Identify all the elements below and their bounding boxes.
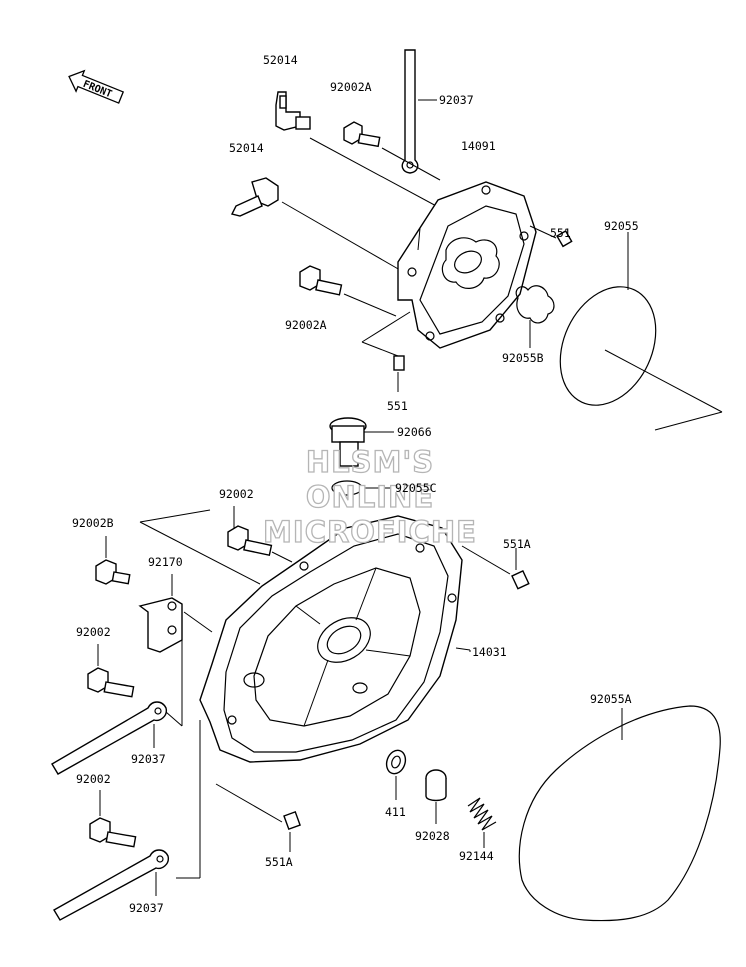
bolt-92002B <box>95 509 261 585</box>
front-arrow-icon: FRONT <box>68 69 125 104</box>
label-92002-top: 92002 <box>219 487 254 501</box>
label-92037-mid: 92037 <box>131 752 166 766</box>
label-92028: 92028 <box>415 829 450 843</box>
spring-92144 <box>467 797 497 848</box>
label-551A-bottom: 551A <box>265 855 293 869</box>
label-92055B: 92055B <box>502 351 544 365</box>
label-551-bottom: 551 <box>387 399 408 413</box>
label-92002-low: 92002 <box>76 772 111 786</box>
gasket-92055A <box>518 705 721 922</box>
label-92037-bottom: 92037 <box>129 901 164 915</box>
label-92037-top: 92037 <box>439 93 474 107</box>
seal-92055C <box>331 480 392 496</box>
label-92055: 92055 <box>604 219 639 233</box>
seal-92055B <box>515 285 555 348</box>
strap-92037-bottom <box>53 849 170 921</box>
label-92055A: 92055A <box>590 692 632 706</box>
label-92066: 92066 <box>397 425 432 439</box>
bolt-92002A-top <box>343 121 441 181</box>
plug-92066 <box>329 417 394 467</box>
dowel-551A-right <box>461 545 530 590</box>
pump-cover-14091 <box>397 181 537 349</box>
dowel-551-right <box>529 225 573 248</box>
fitting-52014-top <box>275 91 441 209</box>
label-52014-top: 52014 <box>263 53 298 67</box>
bolt-92002-low <box>89 790 137 848</box>
bush-92028 <box>425 769 447 824</box>
label-92002A-top: 92002A <box>330 80 372 94</box>
watermark-line2: ONLINE <box>306 480 434 514</box>
dowel-551A-bottom <box>283 810 301 852</box>
label-14031: 14031 <box>472 645 507 659</box>
seal-92055 <box>559 232 723 431</box>
label-92144: 92144 <box>459 849 494 863</box>
label-92055C: 92055C <box>395 481 437 495</box>
label-92002B: 92002B <box>72 516 114 530</box>
watermark-line3: MICROFICHE <box>263 515 477 549</box>
watermark: HLSM'S ONLINE MICROFICHE <box>262 444 477 549</box>
label-92002A-left: 92002A <box>285 318 327 332</box>
label-92002-mid: 92002 <box>76 625 111 639</box>
label-411: 411 <box>385 805 406 819</box>
label-551-right: 551 <box>550 226 571 240</box>
case-cover-14031 <box>176 515 471 879</box>
strap-92037-top <box>401 49 437 174</box>
watermark-line1: HLSM'S <box>306 445 434 479</box>
fitting-52014-mid <box>230 177 401 271</box>
label-52014-mid: 52014 <box>229 141 264 155</box>
label-14091: 14091 <box>461 139 496 153</box>
bolt-92002-top <box>227 506 293 563</box>
dowel-551-bottom <box>361 311 411 392</box>
label-551A-right: 551A <box>503 537 531 551</box>
label-92170: 92170 <box>148 555 183 569</box>
bolt-92002-mid <box>87 644 135 698</box>
strap-92037-mid <box>51 640 183 775</box>
bolt-92002A-left <box>299 265 397 317</box>
clamp-92170 <box>138 574 213 653</box>
washer-411 <box>385 749 407 800</box>
